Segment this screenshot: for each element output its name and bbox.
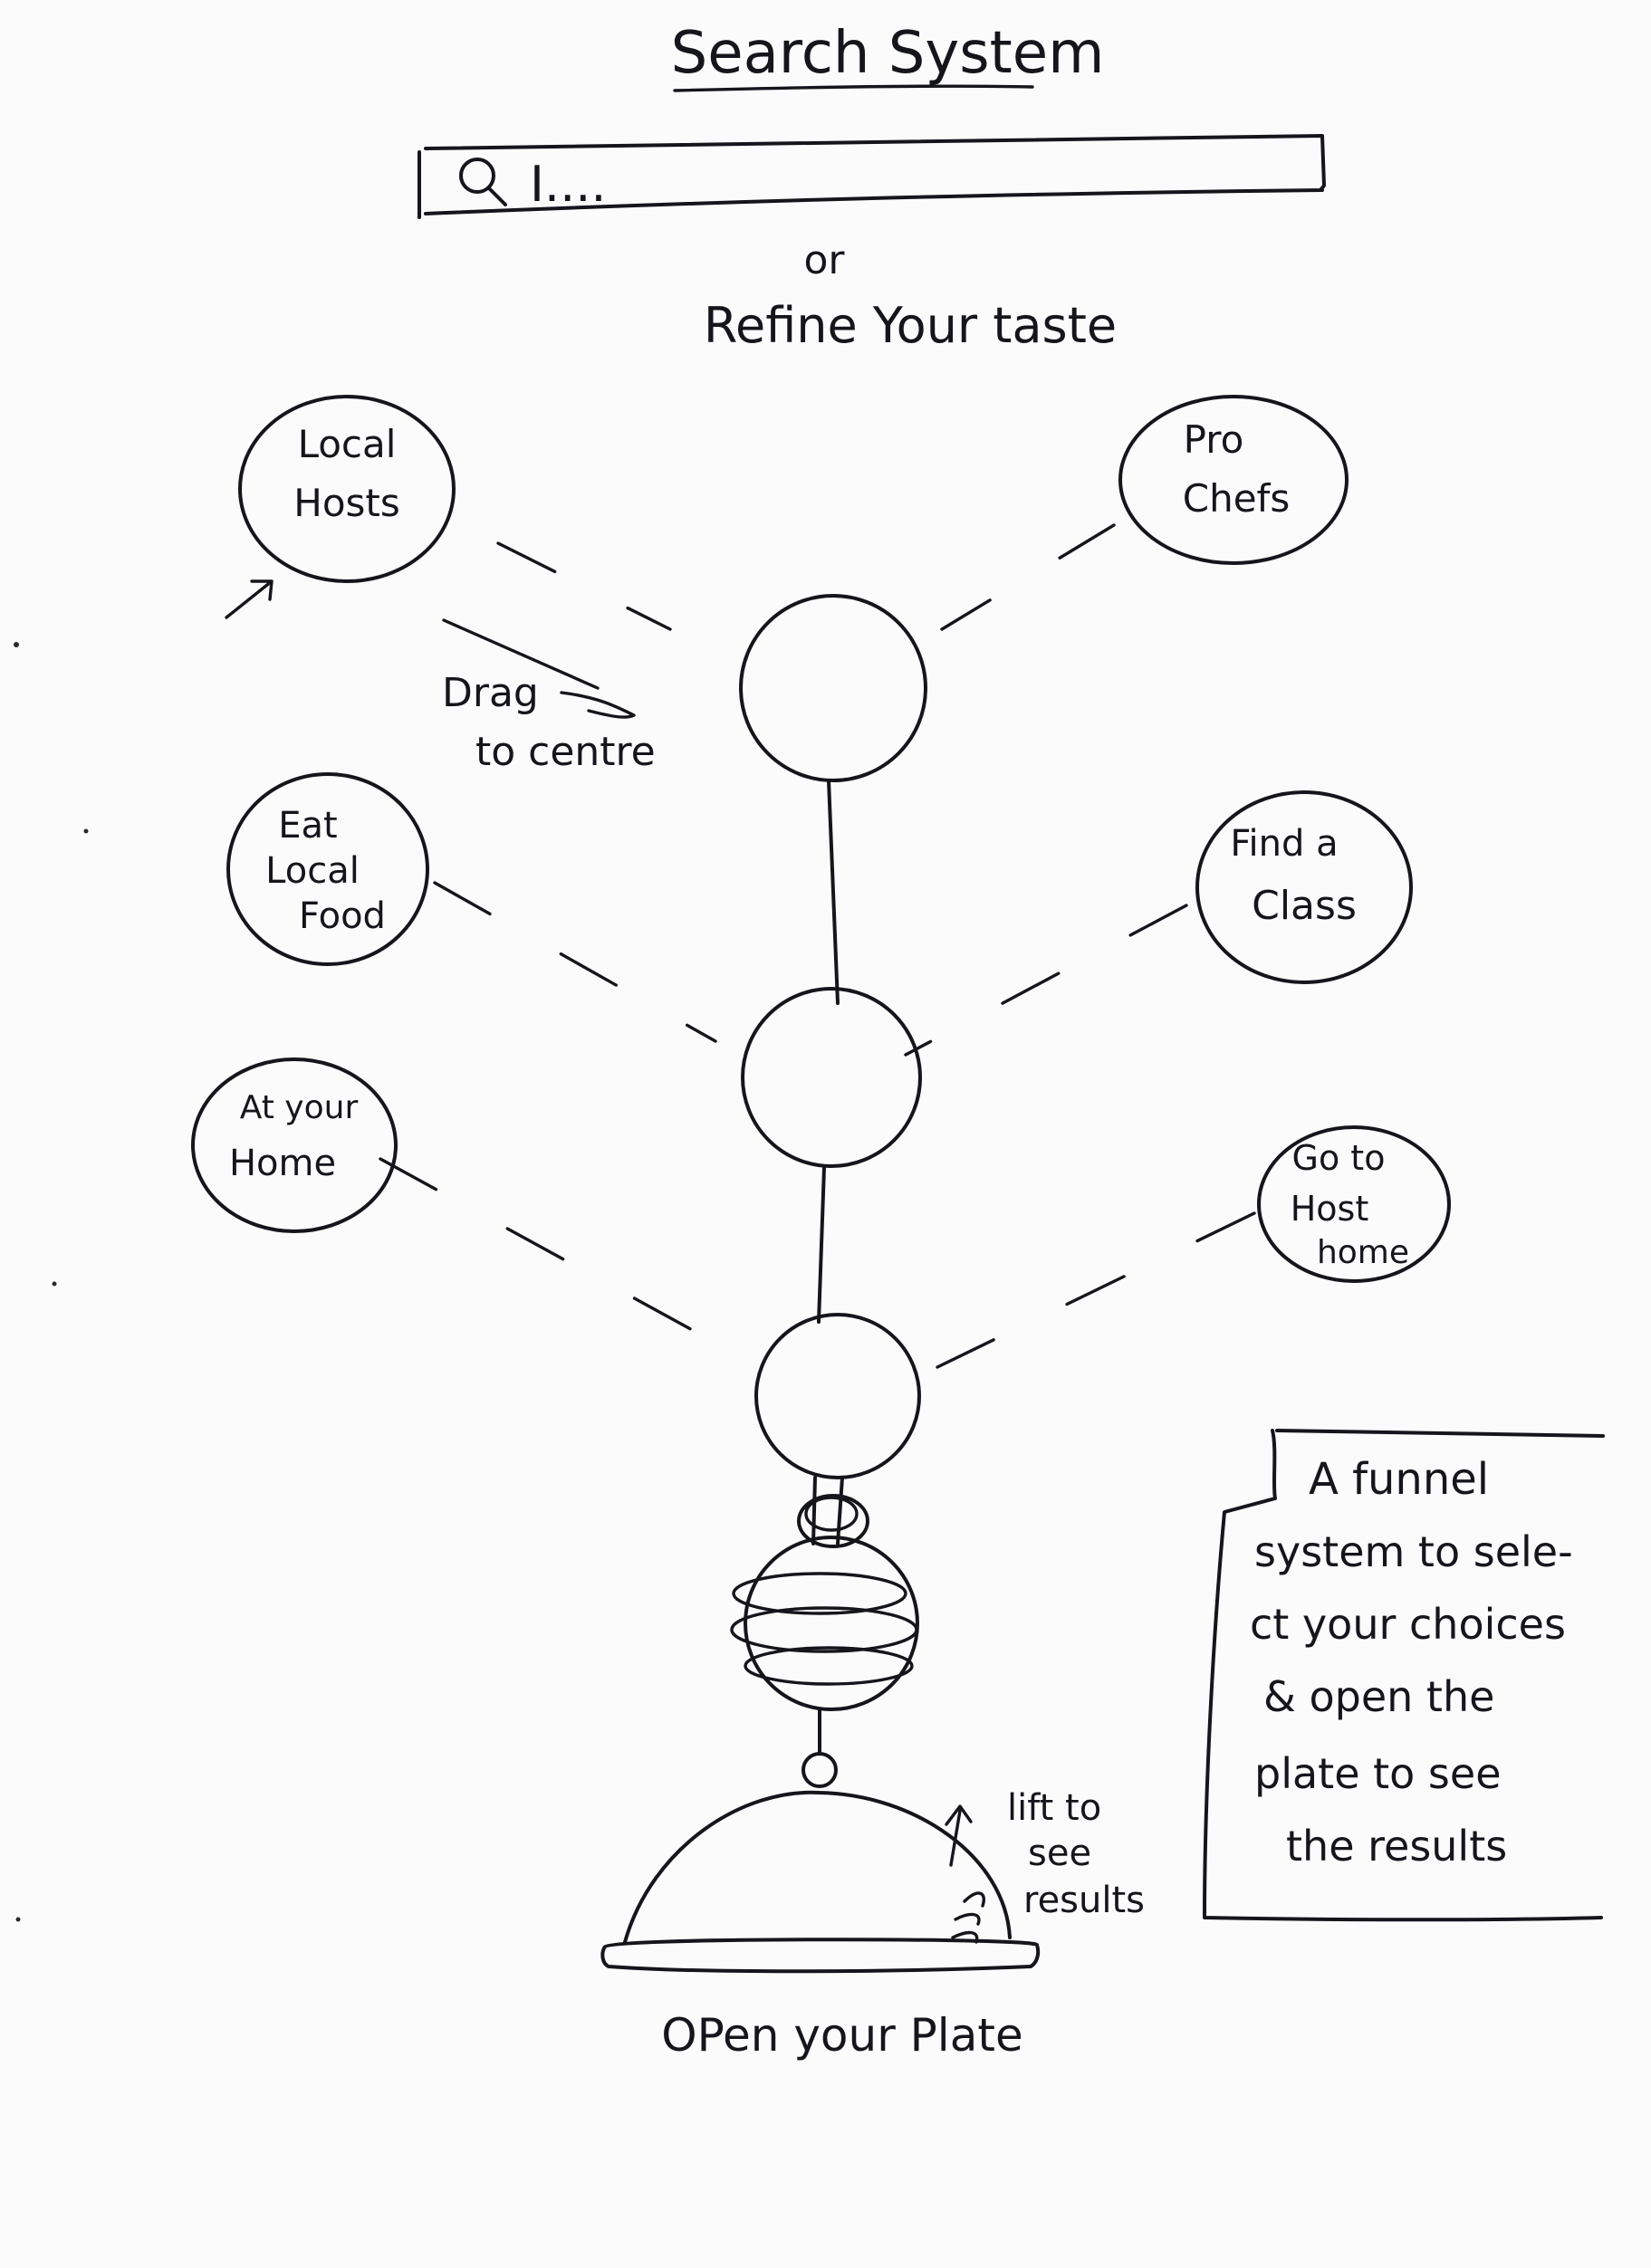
option-at-your-home[interactable]: At your Home [191,1057,398,1233]
lift-note: lift to see results [1007,1787,1145,1921]
funnel-note-line3: ct your choices [1250,1600,1566,1649]
option-eat-local-food[interactable]: Eat Local Food [226,772,429,966]
mixer-ball-icon [730,1494,919,1711]
option-go-to-host-home[interactable]: Go to Host home [1257,1125,1451,1283]
funnel-note: A funnel system to sele- ct your choices… [1203,1429,1605,1922]
drag-note: Drag to centre [442,618,656,775]
drag-note-line2: to centre [475,729,656,775]
option-go-to-host-home-line3: home [1317,1234,1409,1271]
option-local-hosts-line2: Hosts [293,481,400,525]
funnel-note-line1: A funnel [1309,1454,1489,1505]
cloche-knob [802,1752,838,1788]
funnel-link-2 [817,1166,826,1324]
option-at-your-home-line1: At your [240,1089,359,1126]
search-bar[interactable]: I.... [418,134,1326,219]
plate-base [600,1938,1041,1974]
option-eat-local-food-line3: Food [299,895,386,937]
cloche-dome [623,1790,1012,1944]
lift-note-line1: lift to [1007,1787,1101,1829]
note-outline [1203,1429,1605,1922]
drop-zone-2[interactable] [741,987,922,1168]
option-find-a-class-line1: Find a [1230,823,1338,865]
plate-cloche[interactable] [600,1752,1041,1974]
option-pro-chefs-line2: Chefs [1183,476,1290,521]
lift-note-line2: see [1028,1833,1091,1874]
title-underline [673,84,1034,92]
paper-specks [14,642,89,1922]
option-go-to-host-home-line2: Host [1291,1189,1369,1229]
funnel-note-line2: system to sele- [1254,1527,1573,1576]
option-go-to-host-home-line1: Go to [1292,1138,1386,1178]
drag-arrow-icon [225,579,274,619]
option-find-a-class-line2: Class [1252,883,1357,929]
option-local-hosts[interactable]: Local Hosts [238,395,456,583]
funnel-note-line5: plate to see [1254,1749,1502,1798]
search-icon [459,158,507,206]
funnel-link-1 [827,779,840,1005]
funnel-link-3 [811,1476,844,1545]
lift-hand-icon [945,1804,985,1944]
search-bar-outline [418,134,1326,219]
option-local-hosts-line1: Local [298,422,397,466]
funnel-stack [730,594,927,1754]
option-pro-chefs[interactable]: Pro Chefs [1118,395,1349,565]
or-label: or [803,237,845,283]
option-find-a-class[interactable]: Find a Class [1195,790,1413,984]
drop-zone-3[interactable] [754,1313,921,1479]
funnel-connectors [379,523,1256,1369]
drag-note-line1: Drag [442,670,539,716]
page-title: Search System [671,20,1105,87]
search-input[interactable]: I.... [530,156,607,213]
plate-label: OPen your Plate [661,2009,1022,2062]
option-eat-local-food-line1: Eat [278,805,337,847]
option-eat-local-food-line2: Local [265,850,360,892]
drag-arrow-head [560,691,636,719]
refine-label: Refine Your taste [704,297,1117,354]
option-pro-chefs-line1: Pro [1184,417,1244,462]
funnel-note-line4: & open the [1263,1672,1494,1721]
option-at-your-home-line2: Home [229,1143,336,1184]
drop-zone-1[interactable] [739,594,927,782]
funnel-note-line6: the results [1286,1822,1507,1871]
drag-direction-line [442,618,600,690]
lift-note-line3: results [1023,1880,1145,1921]
